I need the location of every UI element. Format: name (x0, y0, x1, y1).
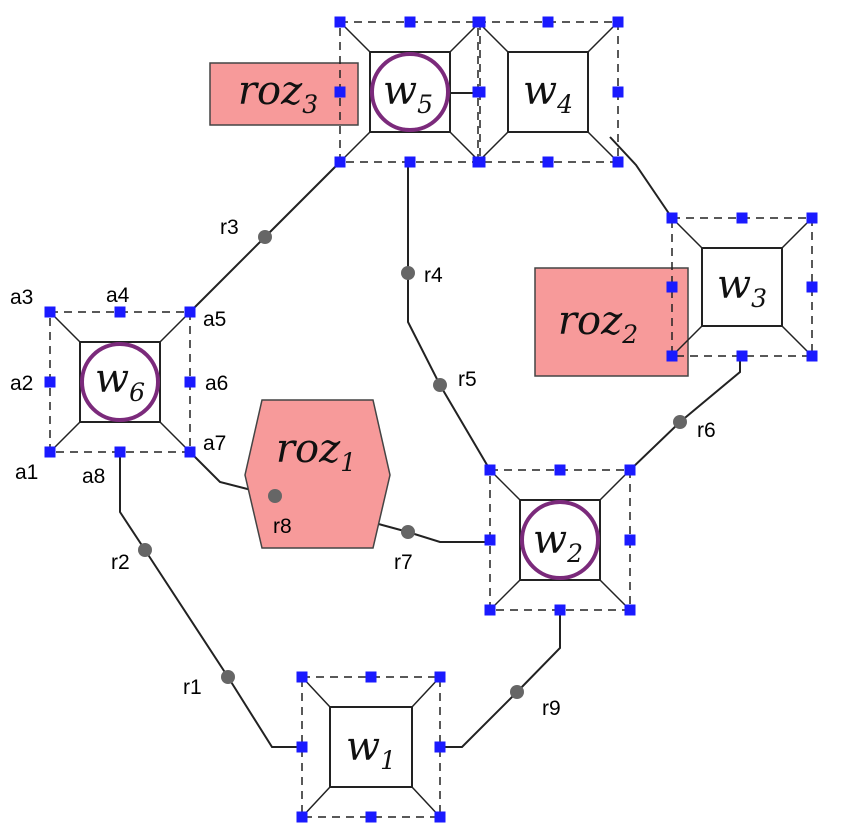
w6-port-2 (184, 306, 196, 318)
anchor-label-a8: a8 (82, 465, 105, 488)
zone-roz2-rect (534, 267, 689, 377)
waypoint-r7 (401, 525, 415, 539)
route-label-r9: r9 (542, 697, 561, 720)
w6-port-7 (184, 446, 196, 458)
node-label-w3: w3 (717, 262, 767, 313)
anchor-label-a5: a5 (203, 308, 226, 331)
w3-port-6 (736, 350, 748, 362)
w1-node-box (329, 706, 413, 788)
w4-port-5 (472, 156, 484, 168)
waypoint-r9 (510, 685, 524, 699)
route-label-r3: r3 (220, 216, 239, 239)
w5-port-5 (334, 156, 346, 168)
waypoint-r3 (258, 230, 272, 244)
waypoint-r5 (433, 378, 447, 392)
route-label-r1: r1 (183, 676, 202, 699)
w3-port-7 (806, 350, 818, 362)
node-label-w2: w2 (533, 517, 583, 568)
waypoint-r6 (673, 415, 687, 429)
route-label-r4: r4 (424, 264, 443, 287)
w5-port-1 (404, 16, 416, 28)
route-label-r2: r2 (111, 551, 130, 574)
w6-port-3 (44, 376, 56, 388)
w4-port-6 (542, 156, 554, 168)
waypoint-r8 (268, 489, 282, 503)
w4-port-0 (472, 16, 484, 28)
w4-port-1 (542, 16, 554, 28)
w2-port-3 (484, 534, 496, 546)
zone-label-roz3: roz3 (238, 68, 318, 119)
w3-port-4 (806, 281, 818, 293)
w1-port-0 (296, 671, 308, 683)
anchor-label-a3: a3 (10, 286, 33, 309)
route-label-r5: r5 (458, 368, 477, 391)
route-label-r8: r8 (273, 515, 292, 538)
zone-label-roz2: roz2 (558, 298, 638, 349)
w2-port-7 (624, 604, 636, 616)
w1-port-1 (365, 671, 377, 683)
w3-port-0 (666, 212, 678, 224)
route-r4-r5-path (407, 162, 491, 471)
w3-node-box (701, 247, 783, 327)
waypoint-r2 (138, 543, 152, 557)
anchor-label-a6: a6 (205, 372, 228, 395)
w3-port-1 (736, 212, 748, 224)
anchor-label-a7: a7 (203, 432, 226, 455)
w3-port-5 (666, 350, 678, 362)
w5-port-0 (334, 16, 346, 28)
w2-port-0 (484, 464, 496, 476)
w1-port-2 (434, 671, 446, 683)
w4-port-2 (612, 16, 624, 28)
w1-port-6 (365, 811, 377, 823)
w3-port-2 (806, 212, 818, 224)
w4-node-box (507, 51, 589, 133)
w4-port-7 (612, 156, 624, 168)
w4-port-4 (612, 86, 624, 98)
w1-port-5 (296, 811, 308, 823)
node-label-w1: w1 (346, 724, 396, 775)
route-w5-w4-northeast-path (609, 136, 673, 219)
w1-port-4 (434, 741, 446, 753)
w2-port-1 (554, 464, 566, 476)
w3-port-3 (666, 281, 678, 293)
w6-port-6 (114, 446, 126, 458)
w6-port-0 (44, 306, 56, 318)
route-r1-r2-path (119, 452, 302, 748)
w2-port-5 (484, 604, 496, 616)
w5-port-3 (334, 86, 346, 98)
w6-port-5 (44, 446, 56, 458)
w6-port-1 (114, 306, 126, 318)
anchor-label-a4: a4 (106, 284, 130, 307)
waypoint-r1 (221, 670, 235, 684)
zone-roz1-hexagon (244, 399, 391, 549)
anchor-label-a2: a2 (10, 372, 33, 395)
node-label-w4: w4 (523, 68, 573, 119)
zone-roz3-rect (209, 62, 359, 126)
node-label-w5: w5 (383, 68, 433, 119)
node-label-w6: w6 (95, 356, 145, 407)
w6-port-4 (184, 376, 196, 388)
waypoint-r4 (401, 266, 415, 280)
w6-highlight-ring (80, 342, 160, 422)
w1-port-7 (434, 811, 446, 823)
w5-highlight-ring (370, 52, 450, 132)
w2-highlight-ring (520, 500, 600, 580)
w2-port-2 (624, 464, 636, 476)
w2-port-4 (624, 534, 636, 546)
w5-port-6 (404, 156, 416, 168)
route-label-r6: r6 (697, 419, 716, 442)
route-r6-path (629, 356, 741, 471)
zone-label-roz1: roz1 (276, 426, 356, 477)
route-label-r7: r7 (394, 551, 413, 574)
w1-port-3 (296, 741, 308, 753)
w2-port-6 (554, 604, 566, 616)
anchor-label-a1: a1 (15, 461, 38, 484)
route-r9-path (440, 612, 561, 748)
w4-port-3 (472, 86, 484, 98)
